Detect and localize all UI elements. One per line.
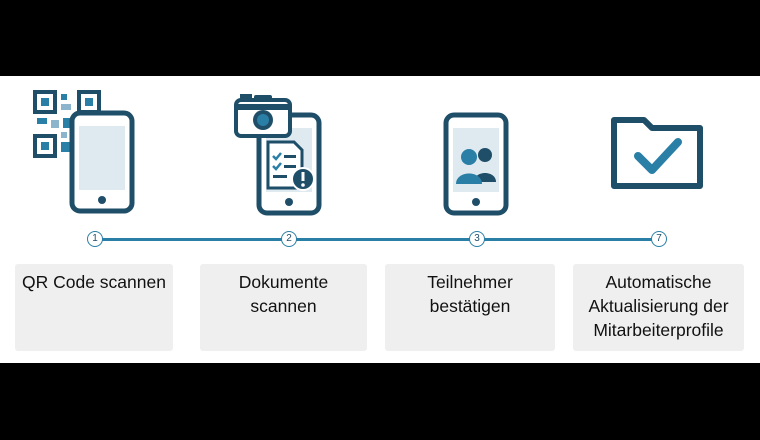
camera-icon (234, 94, 292, 138)
step-label-2: Dokumente scannen (200, 264, 367, 351)
step-label-4: Automatische Aktualisierung der Mitarbei… (573, 264, 744, 351)
document-checklist-icon (266, 140, 315, 191)
folder-check-icon (611, 117, 703, 189)
step-number-1: 1 (87, 231, 103, 247)
step-label-3: Teilnehmer bestätigen (385, 264, 555, 351)
step-number-2: 2 (281, 231, 297, 247)
step-number-4: 7 (651, 231, 667, 247)
step-label-1: QR Code scannen (15, 264, 173, 351)
users-icon (456, 148, 496, 184)
smartphone-icon (69, 110, 135, 214)
step-number-3: 3 (469, 231, 485, 247)
timeline-line (95, 238, 660, 241)
